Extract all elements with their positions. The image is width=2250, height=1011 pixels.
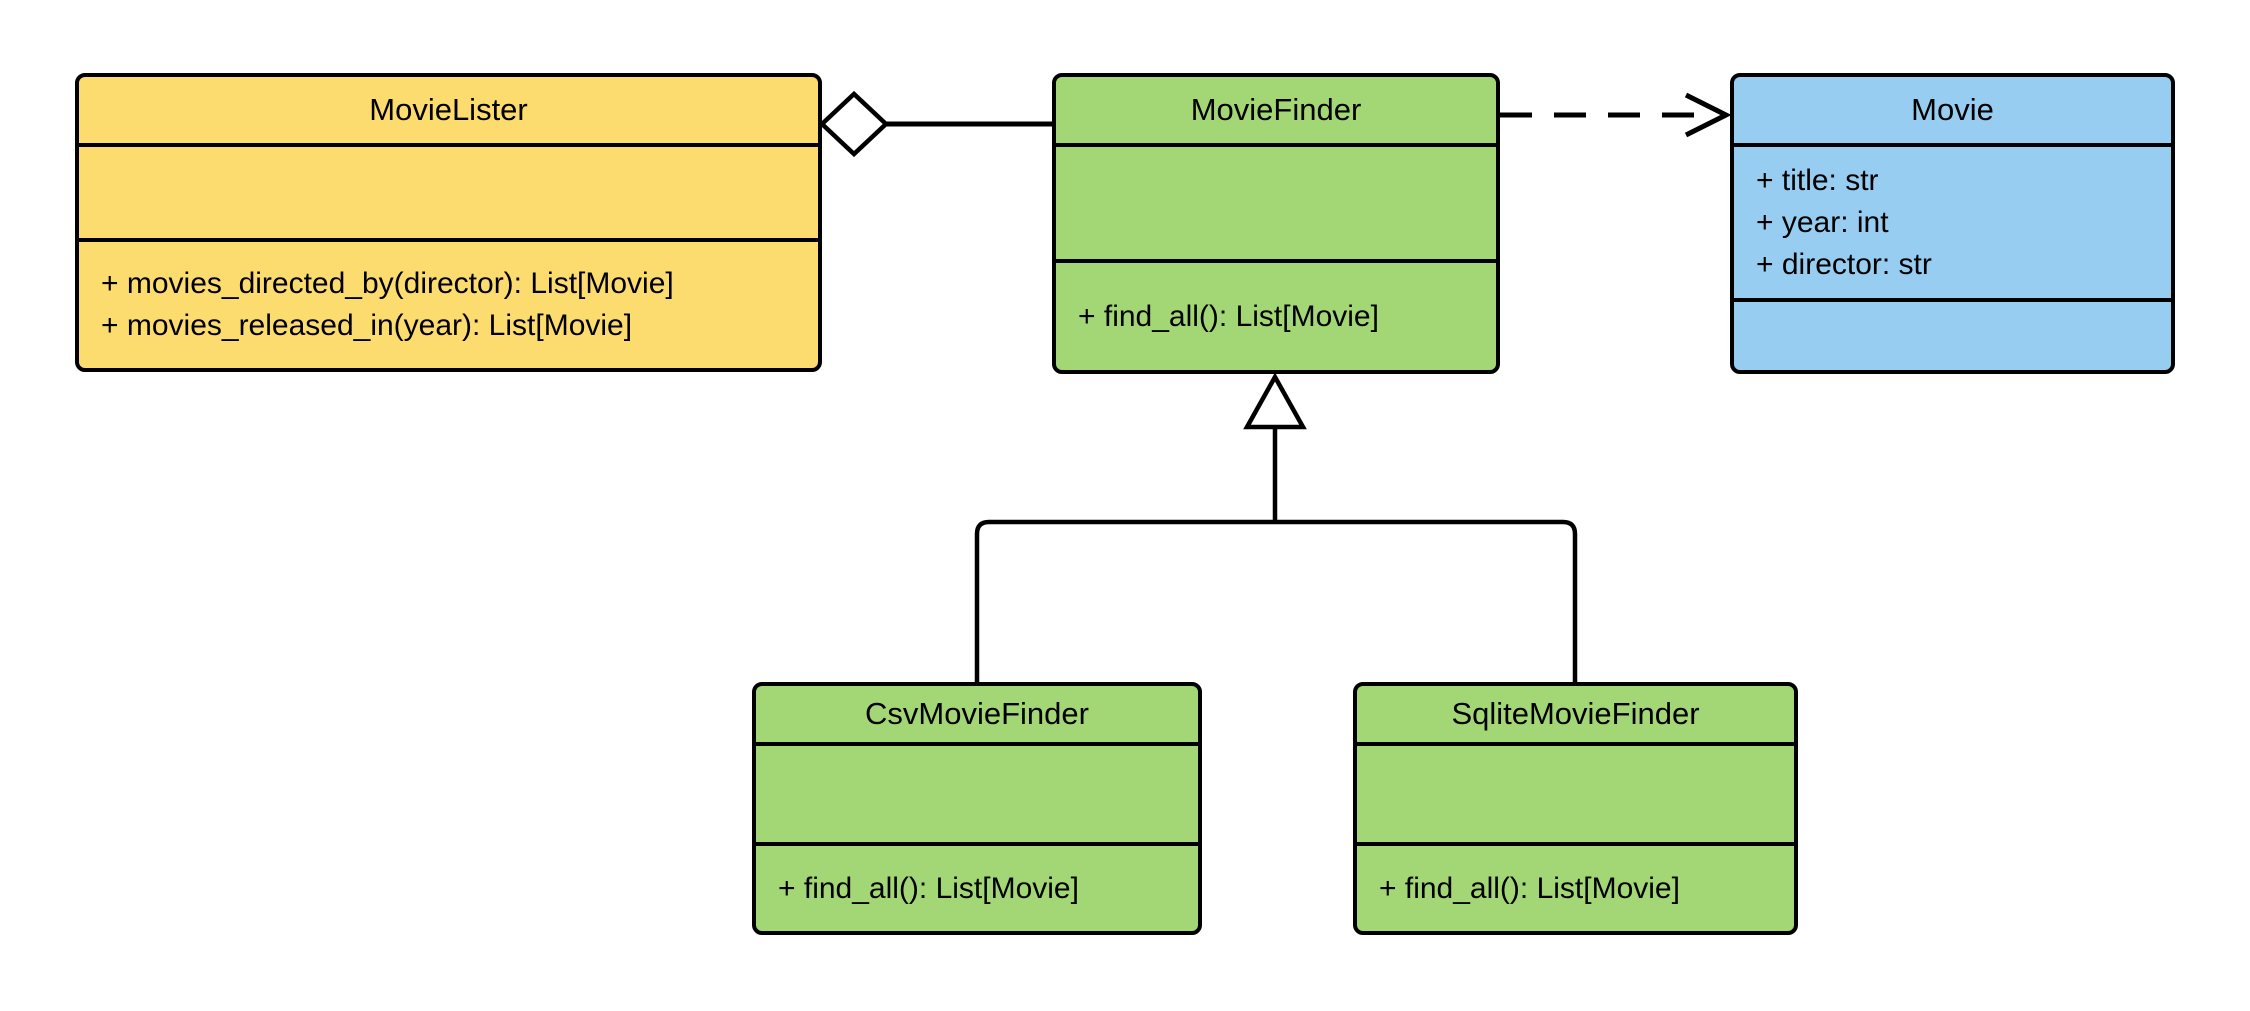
class-attribute: + director: str <box>1756 247 1932 281</box>
class-attribute: + year: int <box>1756 205 1889 239</box>
class-method: + movies_released_in(year): List[Movie] <box>101 309 633 342</box>
class-attributes-compartment <box>79 143 818 238</box>
class-title: CsvMovieFinder <box>865 696 1089 731</box>
aggregation-connector <box>818 90 1052 158</box>
class-methods-compartment: + find_all(): List[Movie] <box>1357 842 1794 931</box>
class-methods-compartment <box>1734 298 2171 370</box>
class-box-moviefinder[interactable]: MovieFinder + find_all(): List[Movie] <box>1052 73 1500 374</box>
class-attributes-compartment <box>756 742 1198 842</box>
class-methods-compartment: + movies_directed_by(director): List[Mov… <box>79 238 818 368</box>
class-title: MovieFinder <box>1190 92 1362 127</box>
class-box-movie[interactable]: Movie + title: str + year: int + directo… <box>1730 73 2175 374</box>
class-method: + find_all(): List[Movie] <box>778 871 1079 905</box>
inheritance-connector <box>974 372 1578 684</box>
class-methods-compartment: + find_all(): List[Movie] <box>756 842 1198 931</box>
class-box-sqlitemoviefinder[interactable]: SqliteMovieFinder + find_all(): List[Mov… <box>1353 682 1798 935</box>
class-attributes-compartment <box>1357 742 1794 842</box>
class-title: Movie <box>1911 92 1994 127</box>
class-method: + movies_directed_by(director): List[Mov… <box>101 267 674 300</box>
dependency-arrowhead-icon <box>1684 92 1732 138</box>
class-attributes-compartment: + title: str + year: int + director: str <box>1734 143 2171 298</box>
dependency-connector <box>1500 92 1732 138</box>
class-attribute: + title: str <box>1756 163 1879 197</box>
class-method: + find_all(): List[Movie] <box>1078 299 1379 333</box>
class-box-csvmoviefinder[interactable]: CsvMovieFinder + find_all(): List[Movie] <box>752 682 1202 935</box>
class-method: + find_all(): List[Movie] <box>1379 871 1680 905</box>
aggregation-diamond-icon <box>818 90 890 158</box>
class-attributes-compartment <box>1056 143 1496 259</box>
class-title: MovieLister <box>369 92 528 127</box>
class-methods-compartment: + find_all(): List[Movie] <box>1056 259 1496 370</box>
inheritance-triangle-icon <box>1243 372 1307 430</box>
class-box-movielister[interactable]: MovieLister + movies_directed_by(directo… <box>75 73 822 372</box>
class-title: SqliteMovieFinder <box>1451 696 1700 731</box>
